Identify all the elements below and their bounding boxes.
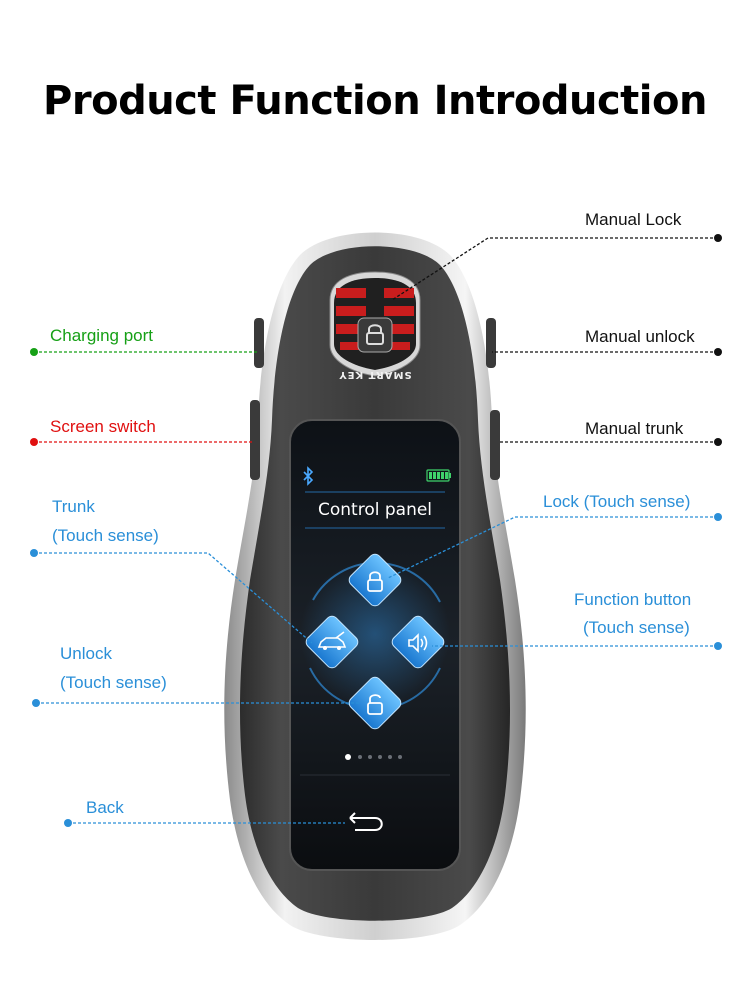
function-touch-button <box>391 615 445 669</box>
label-manual-trunk: Manual trunk <box>585 419 684 438</box>
label-manual-lock: Manual Lock <box>585 210 682 229</box>
label-back: Back <box>86 798 124 817</box>
right-side-button-lower <box>490 410 500 480</box>
label-trunk-sub: (Touch sense) <box>52 526 159 545</box>
key-fob: SMART KEY <box>224 232 526 940</box>
emblem-text: SMART KEY <box>338 369 411 380</box>
lock-touch-button <box>348 553 402 607</box>
unlock-icon <box>367 694 383 715</box>
screen-heading: Control panel <box>318 500 433 520</box>
label-unlock: Unlock <box>60 644 112 663</box>
unlock-touch-button <box>348 676 402 730</box>
bluetooth-icon <box>303 466 314 486</box>
lock-icon <box>367 571 383 592</box>
label-trunk: Trunk <box>52 497 95 516</box>
label-lock: Lock (Touch sense) <box>543 492 691 511</box>
lock-icon <box>366 324 384 345</box>
emblem-lock-plate <box>357 317 393 353</box>
back-arrow-icon <box>349 812 383 831</box>
speaker-icon <box>408 633 428 653</box>
trunk-touch-button <box>305 615 359 669</box>
battery-icon <box>426 469 451 482</box>
label-charging-port: Charging port <box>50 326 154 345</box>
left-side-button-upper <box>254 318 264 368</box>
callout-lines <box>34 237 718 824</box>
callout-lock <box>387 516 718 579</box>
callout-manual-lock <box>391 237 718 301</box>
callout-trunk <box>34 552 313 644</box>
callout-dots <box>30 234 722 827</box>
label-manual-unlock: Manual unlock <box>585 327 695 346</box>
emblem <box>329 271 421 377</box>
label-screen-switch: Screen switch <box>50 417 156 436</box>
car-trunk-icon <box>317 631 347 650</box>
page-indicator <box>345 754 402 760</box>
left-side-button-lower <box>250 400 260 480</box>
right-side-button-upper <box>486 318 496 368</box>
label-unlock-sub: (Touch sense) <box>60 673 167 692</box>
page-title: Product Function Introduction <box>43 78 707 124</box>
label-function-sub: (Touch sense) <box>583 618 690 637</box>
label-function-button: Function button <box>574 590 692 609</box>
